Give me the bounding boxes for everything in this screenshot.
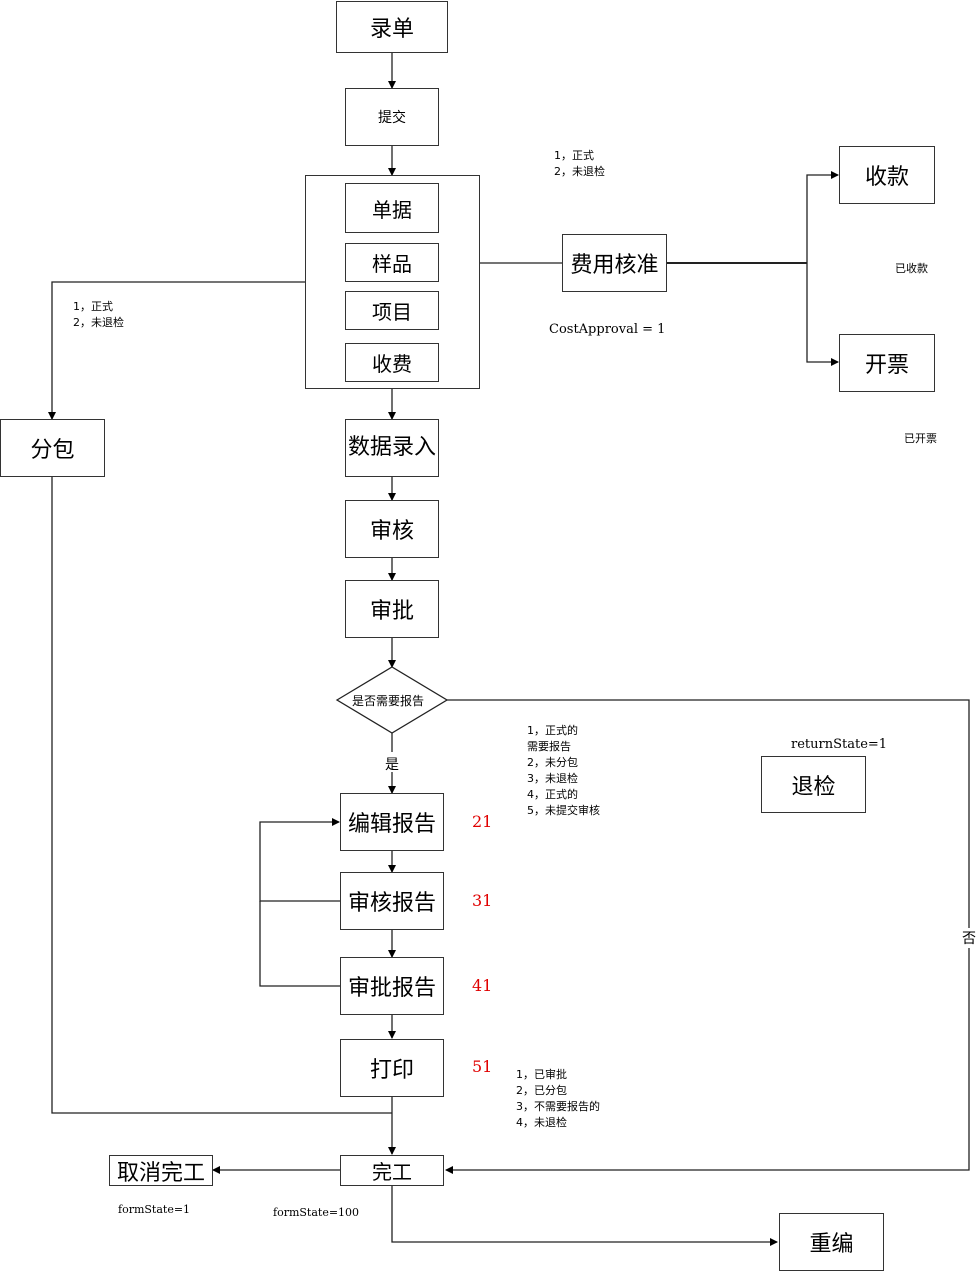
node-approve: 审批 — [345, 580, 439, 638]
invoiced-label: 已开票 — [904, 432, 937, 445]
node-review-report-label: 审核报告 — [347, 891, 436, 916]
arrow-to-receive — [806, 171, 839, 263]
node-edit-report-label: 编辑报告 — [347, 812, 436, 837]
node-fee-label: 收费 — [372, 352, 412, 376]
form-state-cancel-label: formState=1 — [118, 1203, 191, 1216]
yes-label: 是 — [385, 757, 399, 773]
node-edit-report: 编辑报告 — [340, 793, 444, 851]
node-review-report: 审核报告 — [340, 872, 444, 930]
node-submit: 提交 — [345, 88, 439, 146]
node-cost-approval-label: 费用核准 — [570, 253, 659, 278]
node-item: 项目 — [345, 291, 439, 330]
node-print: 打印 — [340, 1039, 444, 1097]
state-approve-report: 41 — [472, 976, 493, 995]
node-return-check-label: 退检 — [791, 774, 836, 800]
node-return-check: 退检 — [761, 756, 866, 813]
node-complete-label: 完工 — [372, 1160, 412, 1184]
state-review-report: 31 — [472, 891, 493, 910]
arrow-loop-back — [259, 818, 340, 902]
decision-diamond — [335, 666, 449, 734]
node-receive-payment-label: 收款 — [864, 165, 909, 190]
line-subcontract-complete — [51, 476, 392, 1114]
node-receive-payment: 收款 — [839, 146, 935, 204]
decision-need-report-label: 是否需要报告 — [352, 694, 425, 708]
line-loop-back-2 — [259, 901, 340, 987]
node-entry-label: 录单 — [369, 17, 414, 42]
node-print-label: 打印 — [369, 1058, 414, 1083]
state-edit-report: 21 — [472, 812, 493, 831]
node-bill: 单据 — [345, 183, 439, 233]
node-cancel-complete-label: 取消完工 — [116, 1160, 205, 1186]
arrow-to-invoice — [806, 263, 839, 366]
node-invoice-label: 开票 — [864, 353, 909, 378]
node-approve-report: 审批报告 — [340, 957, 444, 1015]
no-label: 否 — [962, 928, 976, 948]
node-submit-label: 提交 — [378, 110, 406, 126]
cost-conditions-note: 1，正式 2，未退检 — [554, 149, 605, 178]
form-state-complete-label: formState=100 — [273, 1206, 360, 1219]
node-subcontract-label: 分包 — [30, 438, 75, 463]
node-approve-report-label: 审批报告 — [347, 976, 436, 1001]
node-bill-label: 单据 — [372, 197, 412, 222]
node-sample: 样品 — [345, 243, 439, 282]
node-item-label: 项目 — [372, 300, 412, 324]
node-review: 审核 — [345, 500, 439, 558]
arrow-to-subcontract — [48, 281, 305, 420]
subcontract-conditions-note: 1，正式 2，未退检 — [73, 300, 124, 329]
report-conditions-note: 1，正式的 需要报告 2，未分包 3，未退检 4，正式的 5，未提交审核 — [527, 724, 600, 817]
paid-label: 已收款 — [895, 262, 928, 275]
arrow-complete-reedit — [391, 1185, 778, 1246]
node-data-entry-label: 数据录入 — [348, 435, 437, 460]
state-print: 51 — [472, 1057, 493, 1076]
node-fee: 收费 — [345, 343, 439, 382]
return-state-label: returnState=1 — [791, 737, 888, 752]
node-review-label: 审核 — [369, 519, 414, 544]
node-reedit-label: 重编 — [809, 1232, 854, 1257]
node-subcontract: 分包 — [0, 419, 105, 477]
node-data-entry: 数据录入 — [345, 419, 439, 477]
node-complete: 完工 — [340, 1155, 444, 1186]
node-approve-label: 审批 — [369, 599, 414, 624]
node-entry: 录单 — [336, 1, 448, 53]
complete-conditions-note: 1，已审批 2，已分包 3，不需要报告的 4，未退检 — [516, 1068, 600, 1129]
node-reedit: 重编 — [779, 1213, 884, 1271]
node-cancel-complete: 取消完工 — [109, 1155, 213, 1186]
node-invoice: 开票 — [839, 334, 935, 392]
node-cost-approval: 费用核准 — [562, 234, 667, 292]
cost-approval-state-label: CostApproval = 1 — [549, 322, 666, 337]
node-sample-label: 样品 — [372, 252, 412, 276]
